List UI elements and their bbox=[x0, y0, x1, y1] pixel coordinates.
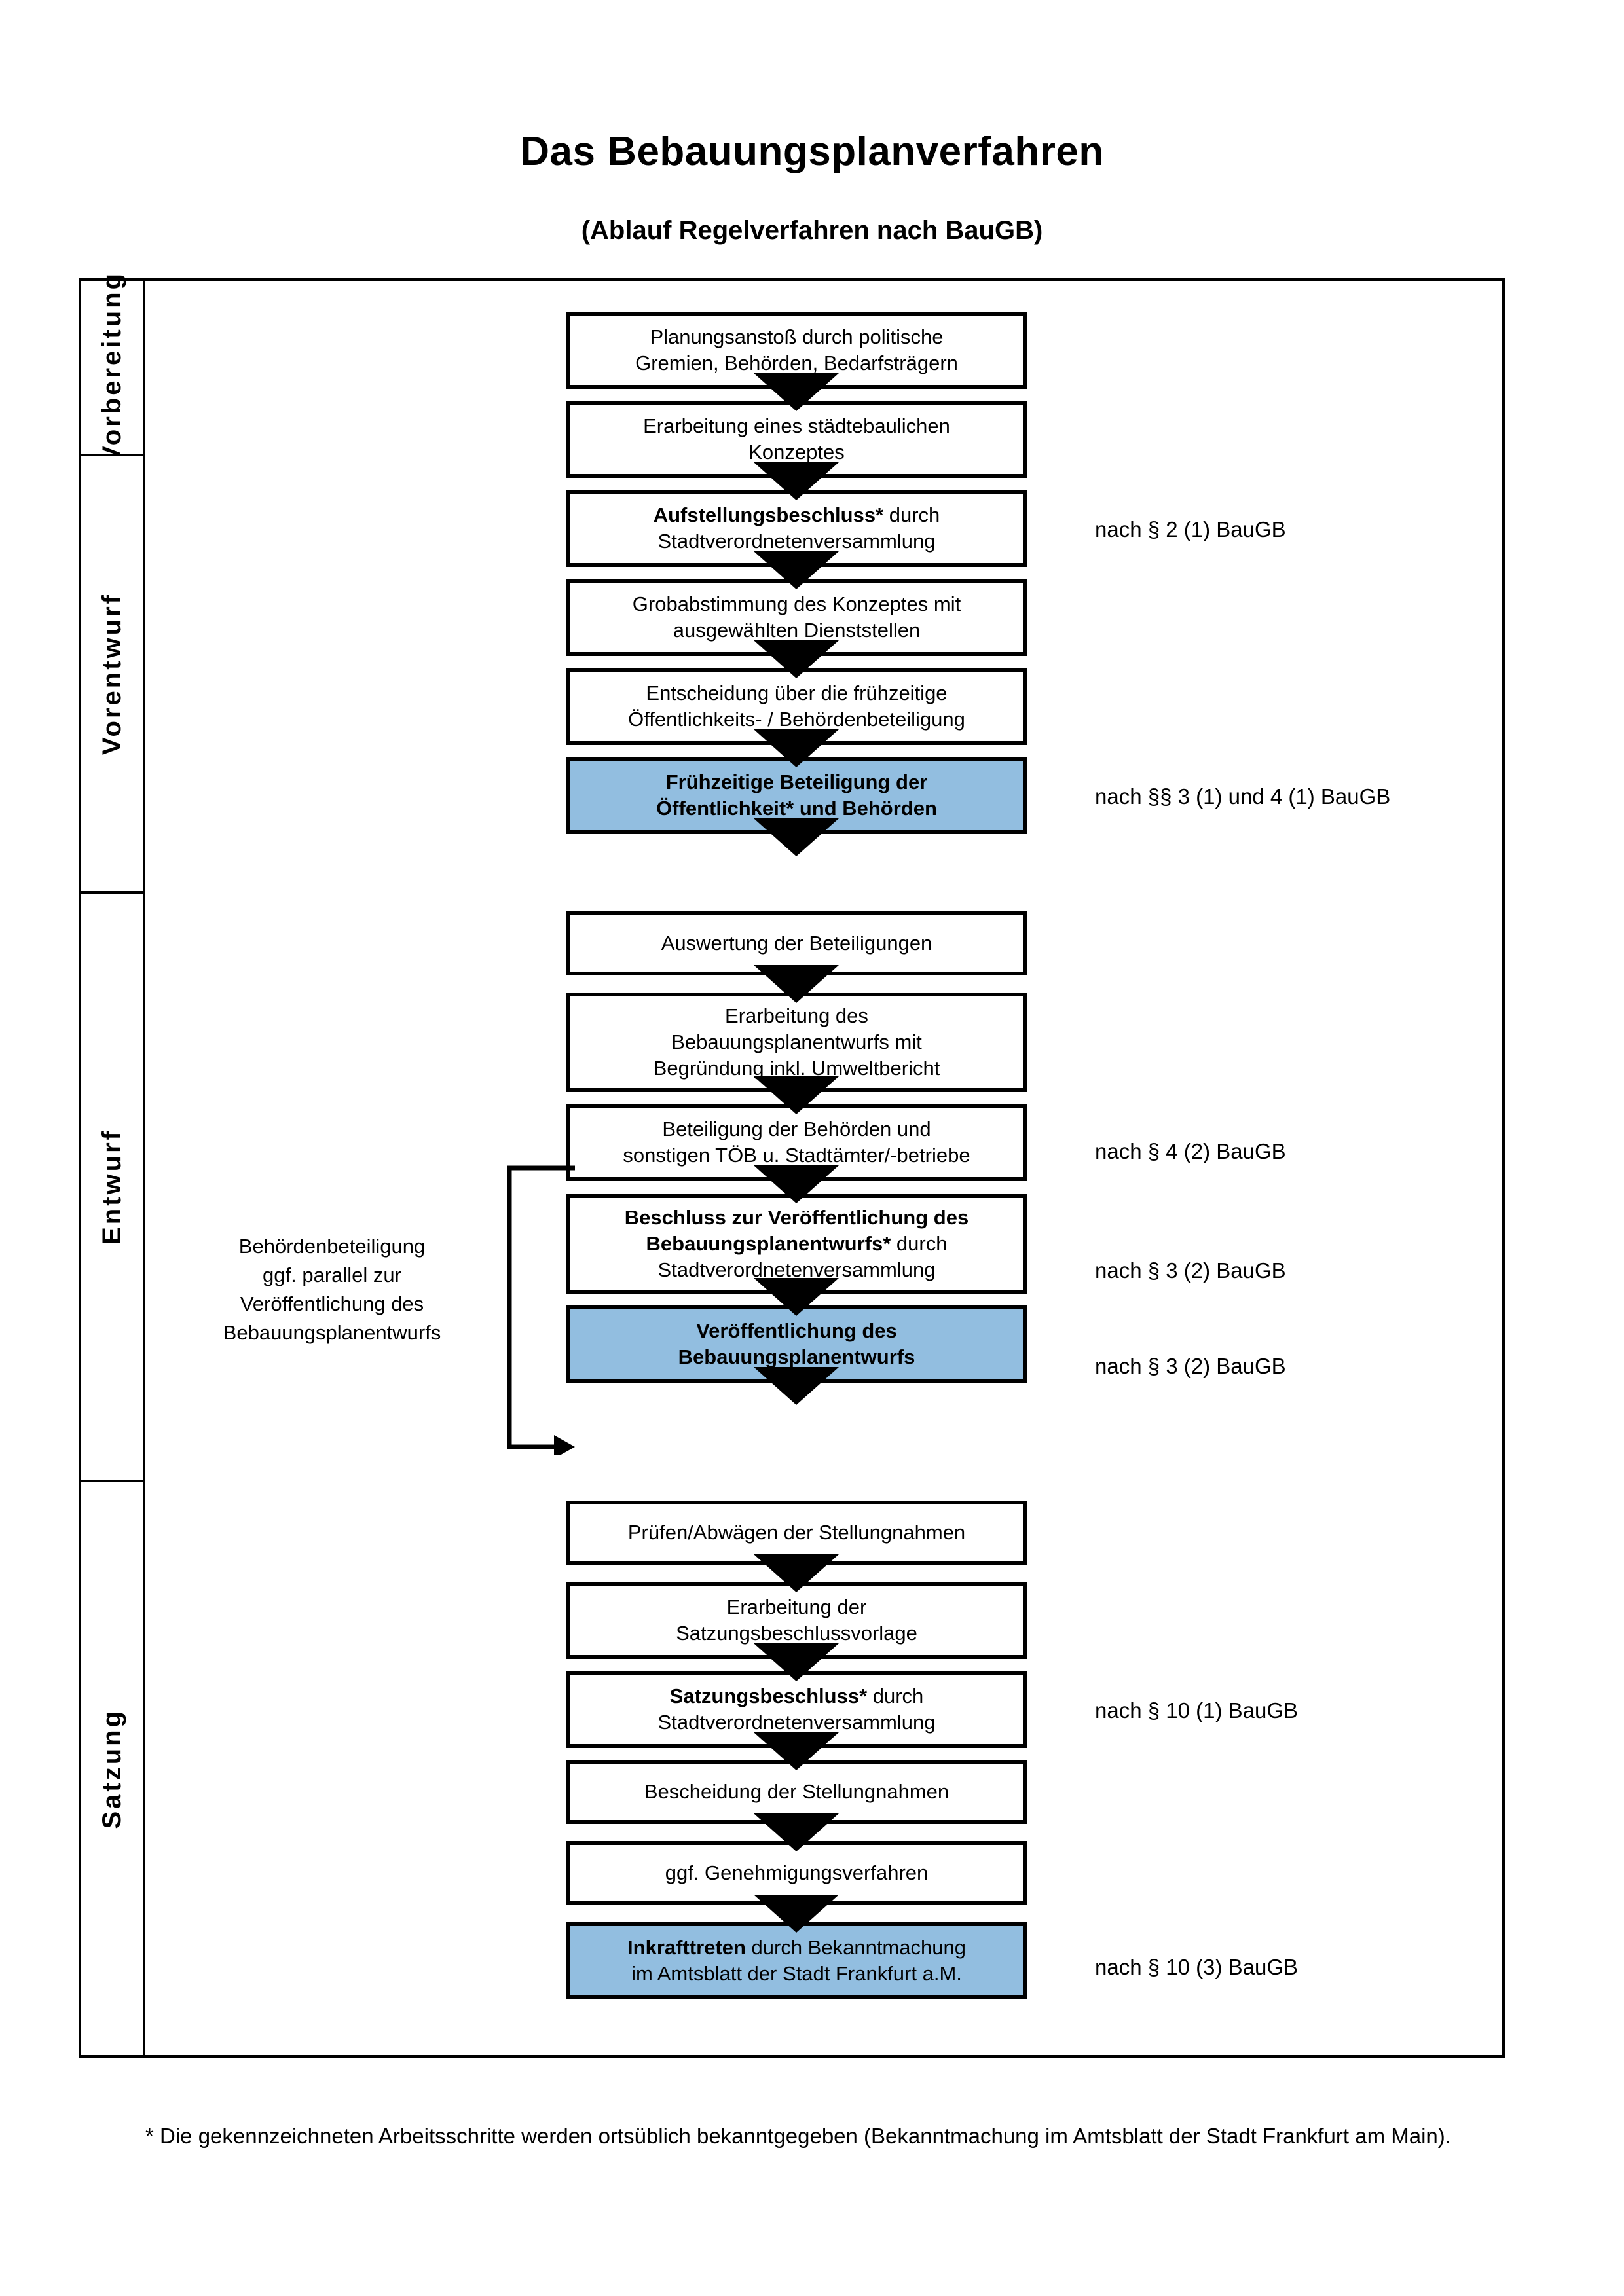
step-line: Öffentlichkeits- / Behördenbeteiligung bbox=[628, 708, 965, 731]
step-line: Öffentlichkeit* und Behörden bbox=[656, 797, 937, 820]
note-line: ggf. parallel zur bbox=[263, 1264, 401, 1287]
step-line: Beteiligung der Behörden und bbox=[662, 1117, 931, 1140]
step-line: Planungsanstoß durch politische bbox=[650, 325, 944, 348]
step-line: Erarbeitung des bbox=[725, 1004, 868, 1027]
legal-ref-par3-1-4-1: nach §§ 3 (1) und 4 (1) BauGB bbox=[1095, 784, 1391, 809]
legal-ref-par3-2-a: nach § 3 (2) BauGB bbox=[1095, 1258, 1286, 1283]
step-line: Veröffentlichung des bbox=[696, 1319, 897, 1342]
step-line: Stadtverordnetenversammlung bbox=[657, 1258, 936, 1282]
step-inkrafttreten[interactable]: Inkrafttreten durch Bekanntmachung im Am… bbox=[566, 1922, 1027, 1999]
step-line: durch bbox=[891, 1231, 948, 1255]
legal-ref-par3-2-b: nach § 3 (2) BauGB bbox=[1095, 1354, 1286, 1378]
legal-ref-par10-3: nach § 10 (3) BauGB bbox=[1095, 1955, 1299, 1979]
step-strong: Beschluss zur Veröffentlichung des Bebau… bbox=[624, 1205, 969, 1255]
legal-ref-par4-2: nach § 4 (2) BauGB bbox=[1095, 1139, 1286, 1163]
step-line: Bescheidung der Stellungnahmen bbox=[644, 1779, 950, 1803]
note-line: Behördenbeteiligung bbox=[238, 1235, 426, 1258]
step-line: Gremien, Behörden, Bedarfsträgern bbox=[635, 352, 958, 374]
step-line: Erarbeitung der bbox=[726, 1595, 867, 1618]
phase-label-satzung: Satzung bbox=[81, 1482, 145, 2055]
step-line: durch bbox=[867, 1684, 924, 1707]
step-line: Frühzeitige Beteiligung der bbox=[665, 770, 928, 793]
legal-ref-par10-1: nach § 10 (1) BauGB bbox=[1095, 1698, 1299, 1722]
step-line: Konzeptes bbox=[748, 441, 845, 464]
step-line: Prüfen/Abwägen der Stellungnahmen bbox=[627, 1520, 966, 1544]
step-line: Bebauungsplanentwurfs bbox=[678, 1345, 915, 1368]
step-line: im Amtsblatt der Stadt Frankfurt a.M. bbox=[631, 1962, 962, 1985]
step-line: durch Bekanntmachung bbox=[745, 1935, 966, 1959]
phase-label-vorbereitung: Vorbereitung bbox=[81, 271, 145, 464]
step-line: Begründung inkl. Umweltbericht bbox=[653, 1057, 940, 1080]
step-line: Grobabstimmung des Konzeptes mit bbox=[632, 592, 961, 615]
step-line: Satzungsbeschlussvorlage bbox=[676, 1622, 917, 1645]
page-subtitle: (Ablauf Regelverfahren nach BauGB) bbox=[581, 216, 1043, 245]
step-line: Stadtverordnetenversammlung bbox=[657, 1711, 936, 1734]
step-strong: Satzungsbeschluss* bbox=[669, 1684, 868, 1707]
phase-label-text: Vorbereitung bbox=[97, 271, 126, 464]
legal-ref-par2-1: nach § 2 (1) BauGB bbox=[1095, 517, 1286, 541]
step-line: sonstigen TÖB u. Stadtämter/-betriebe bbox=[623, 1144, 970, 1167]
step-line: durch bbox=[883, 503, 940, 526]
page-title: Das Bebauungsplanverfahren bbox=[520, 129, 1104, 174]
phase-label-text: Vorentwurf bbox=[97, 592, 126, 756]
step-line: Entscheidung über die frühzeitige bbox=[646, 681, 948, 704]
step-pruefen-abwaegen[interactable]: Prüfen/Abwägen der Stellungnahmen bbox=[566, 1501, 1027, 1565]
parallel-path-note: Behördenbeteiligung ggf. parallel zur Ve… bbox=[191, 1232, 473, 1347]
phase-label-vorentwurf: Vorentwurf bbox=[81, 456, 145, 894]
step-line: ggf. Genehmigungsverfahren bbox=[665, 1861, 929, 1884]
parallel-path-connector-icon bbox=[507, 1165, 575, 1455]
step-line: Auswertung der Beteiligungen bbox=[661, 931, 932, 955]
step-strong: Aufstellungsbeschluss* bbox=[653, 503, 884, 526]
step-strong: Inkrafttreten bbox=[627, 1935, 746, 1959]
phase-label-text: Satzung bbox=[97, 1708, 126, 1829]
step-line: Bebauungsplanentwurfs mit bbox=[671, 1030, 922, 1053]
footnote-text: * Die gekennzeichneten Arbeitsschritte w… bbox=[145, 2124, 1451, 2148]
phase-label-entwurf: Entwurf bbox=[81, 894, 145, 1482]
phase-label-text: Entwurf bbox=[97, 1129, 126, 1245]
note-line: Veröffentlichung des bbox=[240, 1292, 424, 1316]
step-line: Stadtverordnetenversammlung bbox=[657, 530, 936, 553]
step-line: ausgewählten Dienststellen bbox=[673, 619, 921, 642]
step-line: Erarbeitung eines städtebaulichen bbox=[643, 414, 950, 437]
step-genehmigungsverfahren[interactable]: ggf. Genehmigungsverfahren bbox=[566, 1841, 1027, 1905]
note-line: Bebauungsplanentwurfs bbox=[223, 1321, 441, 1345]
